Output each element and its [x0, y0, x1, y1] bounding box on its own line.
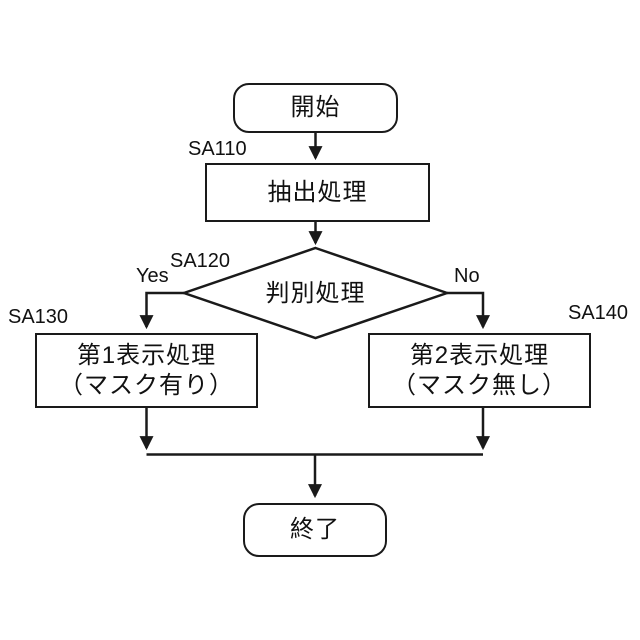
node-end-label: 終了	[290, 516, 340, 543]
step-label-sa130: SA130	[8, 306, 69, 328]
node-sa130-process: 第1表示処理 （マスク有り）	[35, 333, 258, 408]
arrow-decision-yes-to-sa130	[139, 291, 184, 330]
arrow-decision-no-to-sa140	[447, 291, 490, 330]
node-sa110-label: 抽出処理	[267, 178, 368, 206]
step-label-sa110: SA110	[188, 138, 247, 160]
node-sa130-label-line2: （マスク有り）	[59, 371, 234, 399]
node-sa110-process: 抽出処理	[205, 163, 430, 222]
node-sa120-decision-label: 判別処理	[265, 280, 366, 307]
branch-label-yes: Yes	[136, 265, 169, 287]
step-label-sa140: SA140	[568, 302, 629, 324]
node-end: 終了	[243, 503, 387, 557]
decision-diamond	[180, 246, 451, 340]
node-sa140-label-line1: 第2表示処理	[409, 341, 550, 369]
node-sa140-process: 第2表示処理 （マスク無し）	[368, 333, 591, 408]
branch-label-no: No	[454, 265, 480, 287]
node-start-label: 開始	[290, 94, 341, 121]
node-sa130-label-line1: 第1表示処理	[76, 341, 217, 369]
step-label-sa120: SA120	[170, 250, 231, 272]
node-sa140-label-line2: （マスク無し）	[392, 371, 567, 399]
node-start: 開始	[233, 83, 398, 133]
